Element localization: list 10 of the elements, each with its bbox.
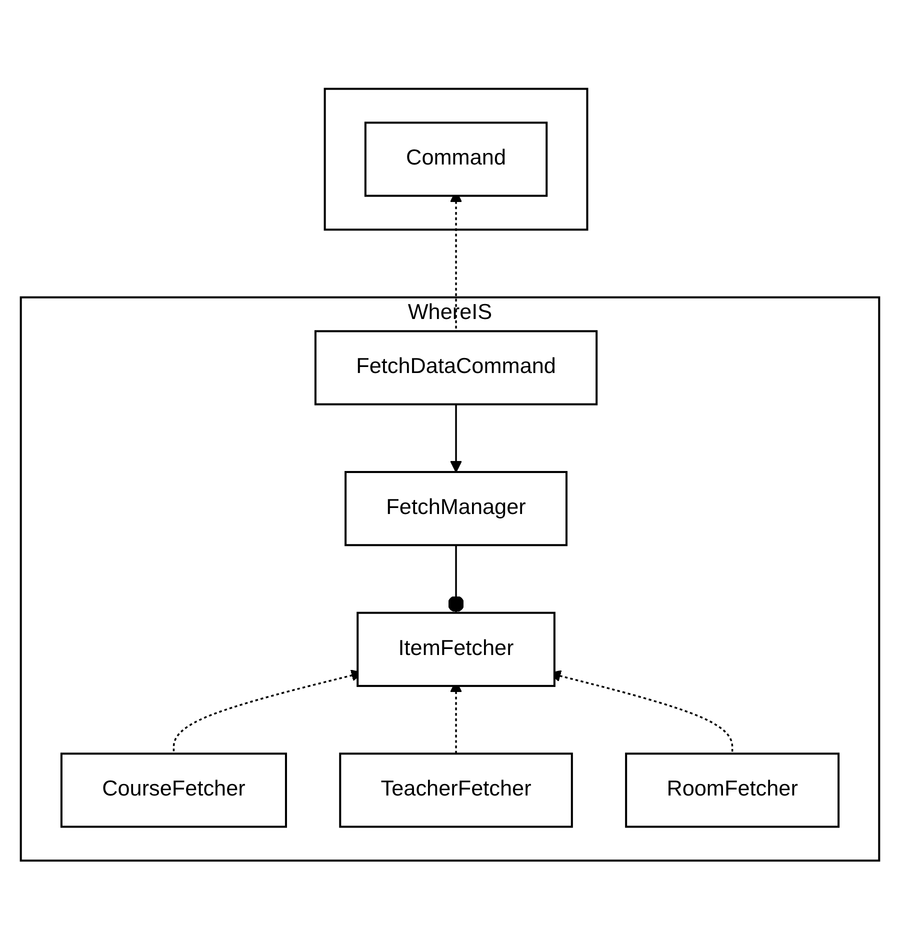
node-box: FetchManager <box>344 470 568 546</box>
node-box: TeacherFetcher <box>339 752 573 828</box>
node-box: ItemFetcher <box>356 612 556 687</box>
connector <box>448 544 464 613</box>
arrow <box>450 404 462 472</box>
node-box: FetchDataCommand <box>314 330 598 406</box>
node-box: Command <box>364 121 548 197</box>
cluster <box>324 88 588 230</box>
node-box: CourseFetcher <box>60 752 287 828</box>
node-box: RoomFetcher <box>625 752 840 828</box>
